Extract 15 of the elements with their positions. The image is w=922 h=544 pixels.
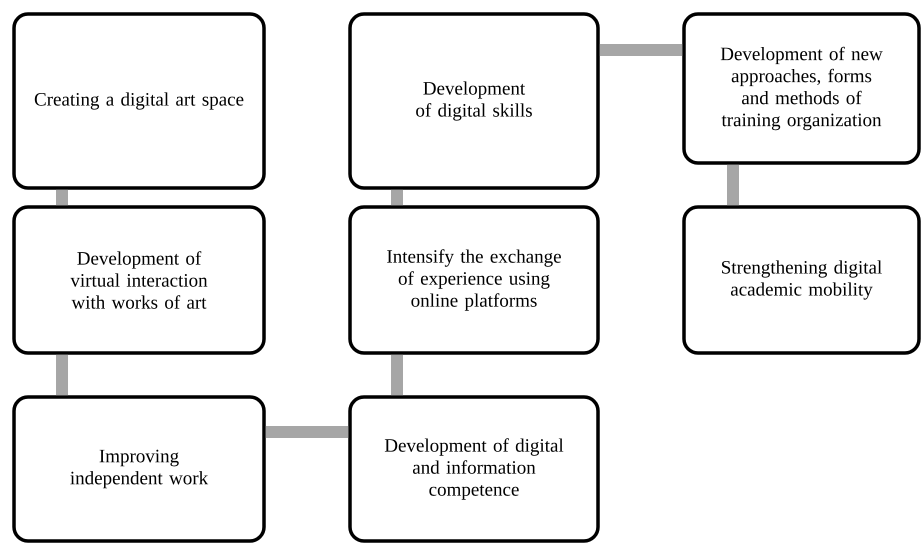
connector bbox=[600, 44, 682, 56]
text-box: Development of digital skills bbox=[348, 12, 600, 190]
connector bbox=[727, 164, 739, 206]
connector bbox=[391, 354, 403, 396]
connector bbox=[266, 426, 348, 438]
text-box: Intensify the exchange of experience using online platforms bbox=[348, 205, 600, 355]
connector bbox=[56, 354, 68, 396]
text-box: Creating a digital art space bbox=[12, 12, 266, 190]
text-box: Development of new approaches, forms and methods of training organization bbox=[682, 12, 921, 165]
text-box: Strengthening digital academic mobility bbox=[682, 205, 921, 355]
text-box: Improving independent work bbox=[12, 395, 266, 543]
connector bbox=[56, 190, 68, 206]
connector bbox=[391, 190, 403, 206]
text-box: Development of digital and information competence bbox=[348, 395, 600, 543]
text-box: Development of virtual interaction with works of art bbox=[12, 205, 266, 355]
